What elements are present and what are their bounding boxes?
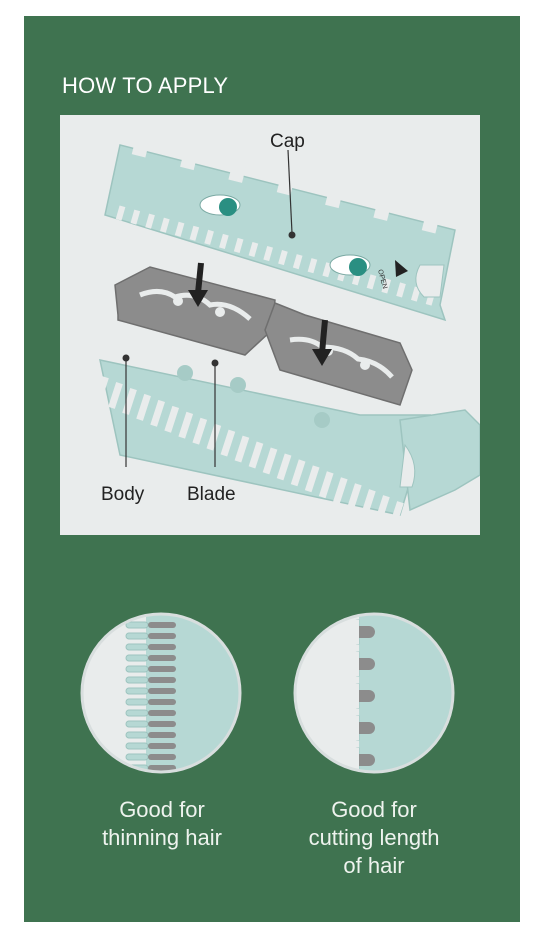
body-label: Body (101, 484, 145, 505)
section-heading: HOW TO APPLY (62, 73, 229, 98)
thinning-mode-closeup (80, 612, 242, 774)
comb-handle (399, 409, 480, 512)
lock-indicator-right (329, 254, 371, 276)
comb-cap: OPEN (104, 138, 456, 322)
down-arrow-icon (188, 262, 208, 307)
fine-teeth (125, 621, 176, 771)
cutting-caption: Good for cutting length of hair (308, 797, 440, 878)
blade-label: Blade (187, 484, 236, 505)
wide-teeth (343, 619, 375, 771)
cap-top-notches (131, 138, 440, 234)
down-arrow-icon (312, 319, 332, 366)
body-teeth (94, 376, 404, 528)
cap-open-marking: OPEN (376, 269, 388, 290)
lock-indicator-left (199, 194, 241, 216)
cutting-mode-closeup (293, 612, 455, 774)
cap-label: Cap (270, 131, 305, 152)
thinning-caption: Good for thinning hair (102, 797, 222, 850)
assembly-diagram: OPEN Cap Body Blade (60, 115, 480, 535)
comb-body (94, 359, 480, 528)
